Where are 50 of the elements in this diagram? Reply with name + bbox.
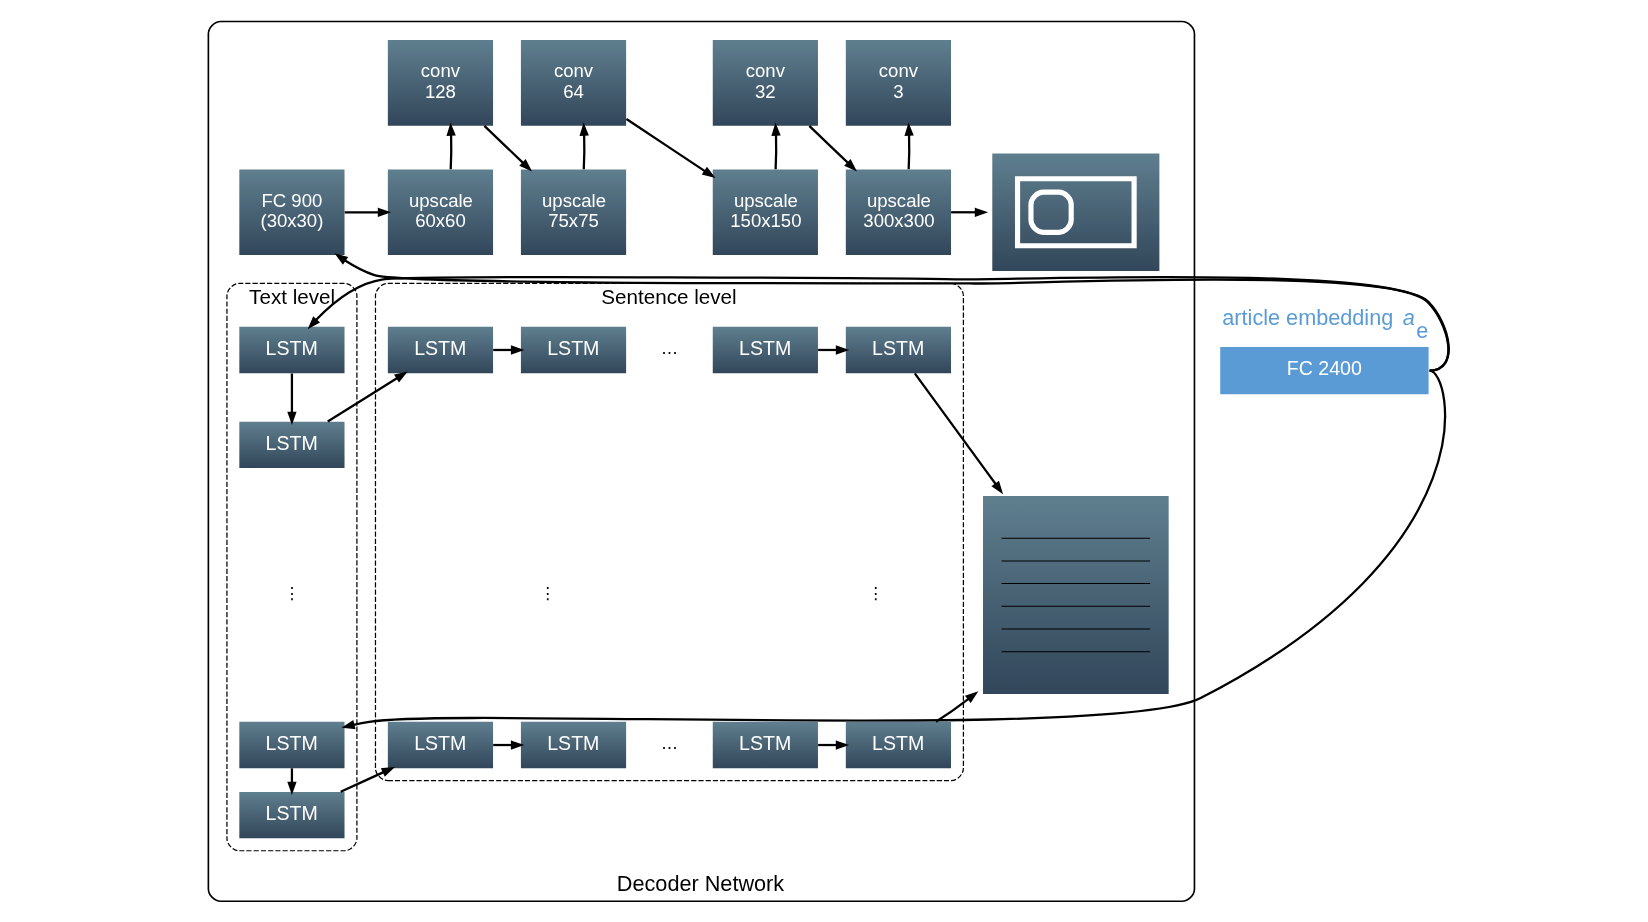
arrow bbox=[307, 275, 1449, 372]
node-box: upscale 75x75 bbox=[520, 169, 626, 256]
arrow bbox=[913, 372, 1003, 495]
arrow bbox=[326, 371, 408, 423]
node-box: LSTM bbox=[238, 791, 345, 839]
arrow bbox=[625, 118, 715, 179]
arrow bbox=[903, 122, 914, 170]
node-box: LSTM bbox=[238, 421, 345, 469]
node-box: upscale 300x300 bbox=[845, 169, 951, 256]
node-box: LSTM bbox=[238, 326, 345, 374]
node-box: conv 128 bbox=[387, 40, 493, 126]
node-box: LSTM bbox=[520, 326, 626, 374]
arrow bbox=[492, 740, 524, 750]
node-box: conv 32 bbox=[712, 40, 818, 126]
arrow bbox=[340, 369, 1446, 730]
node-box: LSTM bbox=[238, 721, 345, 769]
arrow bbox=[334, 253, 1450, 372]
node-box: LSTM bbox=[387, 326, 493, 374]
arrow bbox=[445, 122, 456, 170]
node-box: LSTM bbox=[845, 721, 951, 769]
node-picture bbox=[991, 153, 1159, 272]
node-box: LSTM bbox=[520, 721, 626, 769]
arrow bbox=[286, 373, 297, 425]
node-box: FC 2400 bbox=[1219, 346, 1429, 395]
node-box: LSTM bbox=[712, 721, 818, 769]
label: ⋮ bbox=[866, 583, 884, 603]
arrow bbox=[934, 691, 978, 723]
arrow bbox=[579, 122, 589, 170]
arrow bbox=[339, 766, 395, 793]
arrow bbox=[817, 345, 849, 355]
node-box: LSTM bbox=[845, 326, 951, 374]
node-box: upscale 150x150 bbox=[712, 169, 818, 256]
node-box: LSTM bbox=[712, 326, 818, 374]
arrow bbox=[483, 125, 532, 172]
label: … bbox=[660, 338, 678, 358]
arrow bbox=[770, 122, 781, 170]
node-box: LSTM bbox=[387, 721, 493, 769]
node-box: conv 3 bbox=[845, 40, 951, 126]
node-box: upscale 60x60 bbox=[387, 169, 493, 256]
node-picture bbox=[982, 495, 1169, 694]
label: … bbox=[660, 733, 678, 753]
arrow bbox=[808, 125, 857, 172]
label: ⋮ bbox=[538, 583, 556, 603]
arrow bbox=[950, 207, 988, 217]
arrow bbox=[817, 740, 849, 750]
arrow bbox=[492, 345, 524, 355]
arrow bbox=[344, 207, 391, 217]
node-box: FC 900 (30x30) bbox=[238, 169, 345, 256]
node-box: conv 64 bbox=[520, 40, 626, 126]
label: ⋮ bbox=[283, 583, 300, 603]
